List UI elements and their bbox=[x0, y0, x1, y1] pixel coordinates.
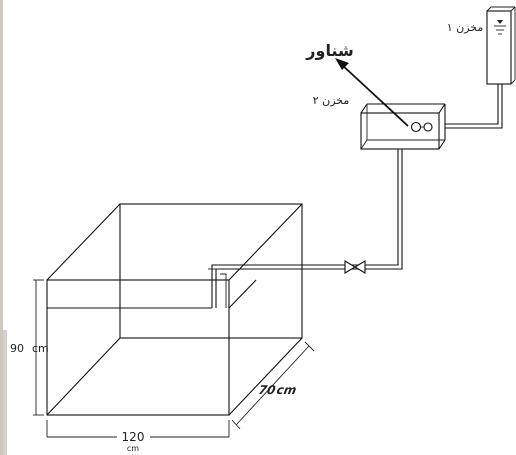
pipe-tank1-outer bbox=[445, 84, 499, 125]
tank-2 bbox=[360, 103, 446, 150]
float-label: شناور bbox=[305, 41, 353, 60]
water-level-icon bbox=[494, 20, 506, 35]
width-unit: cm bbox=[127, 444, 139, 453]
float-ball-icon bbox=[410, 121, 433, 133]
pipe-tank2-outer bbox=[211, 149, 399, 308]
left-edge-shadow bbox=[0, 0, 3, 455]
tank-2-label: مخزن ۲ bbox=[313, 94, 350, 107]
main-tank bbox=[46, 203, 303, 416]
height-dimension bbox=[33, 279, 44, 416]
height-label: 90 cm bbox=[10, 342, 49, 355]
float-arrow bbox=[335, 58, 409, 127]
depth-dimension bbox=[231, 341, 315, 430]
width-dimension bbox=[46, 420, 230, 438]
tank-1 bbox=[486, 6, 516, 85]
bowtie-valve-icon bbox=[344, 260, 366, 274]
svg-text:70: 70 bbox=[257, 383, 276, 397]
svg-text:cm: cm bbox=[275, 383, 297, 397]
pipe-tank1-inner bbox=[445, 84, 503, 129]
tank-1-label: مخزن ۱ bbox=[447, 21, 484, 34]
svg-text:90: 90 bbox=[10, 342, 24, 355]
svg-text:cm: cm bbox=[32, 342, 49, 355]
pipe-inlet-lip bbox=[220, 273, 227, 308]
width-value: 120 bbox=[122, 430, 145, 444]
depth-label: 70 cm bbox=[257, 383, 297, 397]
left-edge-shadow-lower bbox=[3, 330, 7, 455]
pipe-tank2-inner bbox=[215, 149, 403, 308]
